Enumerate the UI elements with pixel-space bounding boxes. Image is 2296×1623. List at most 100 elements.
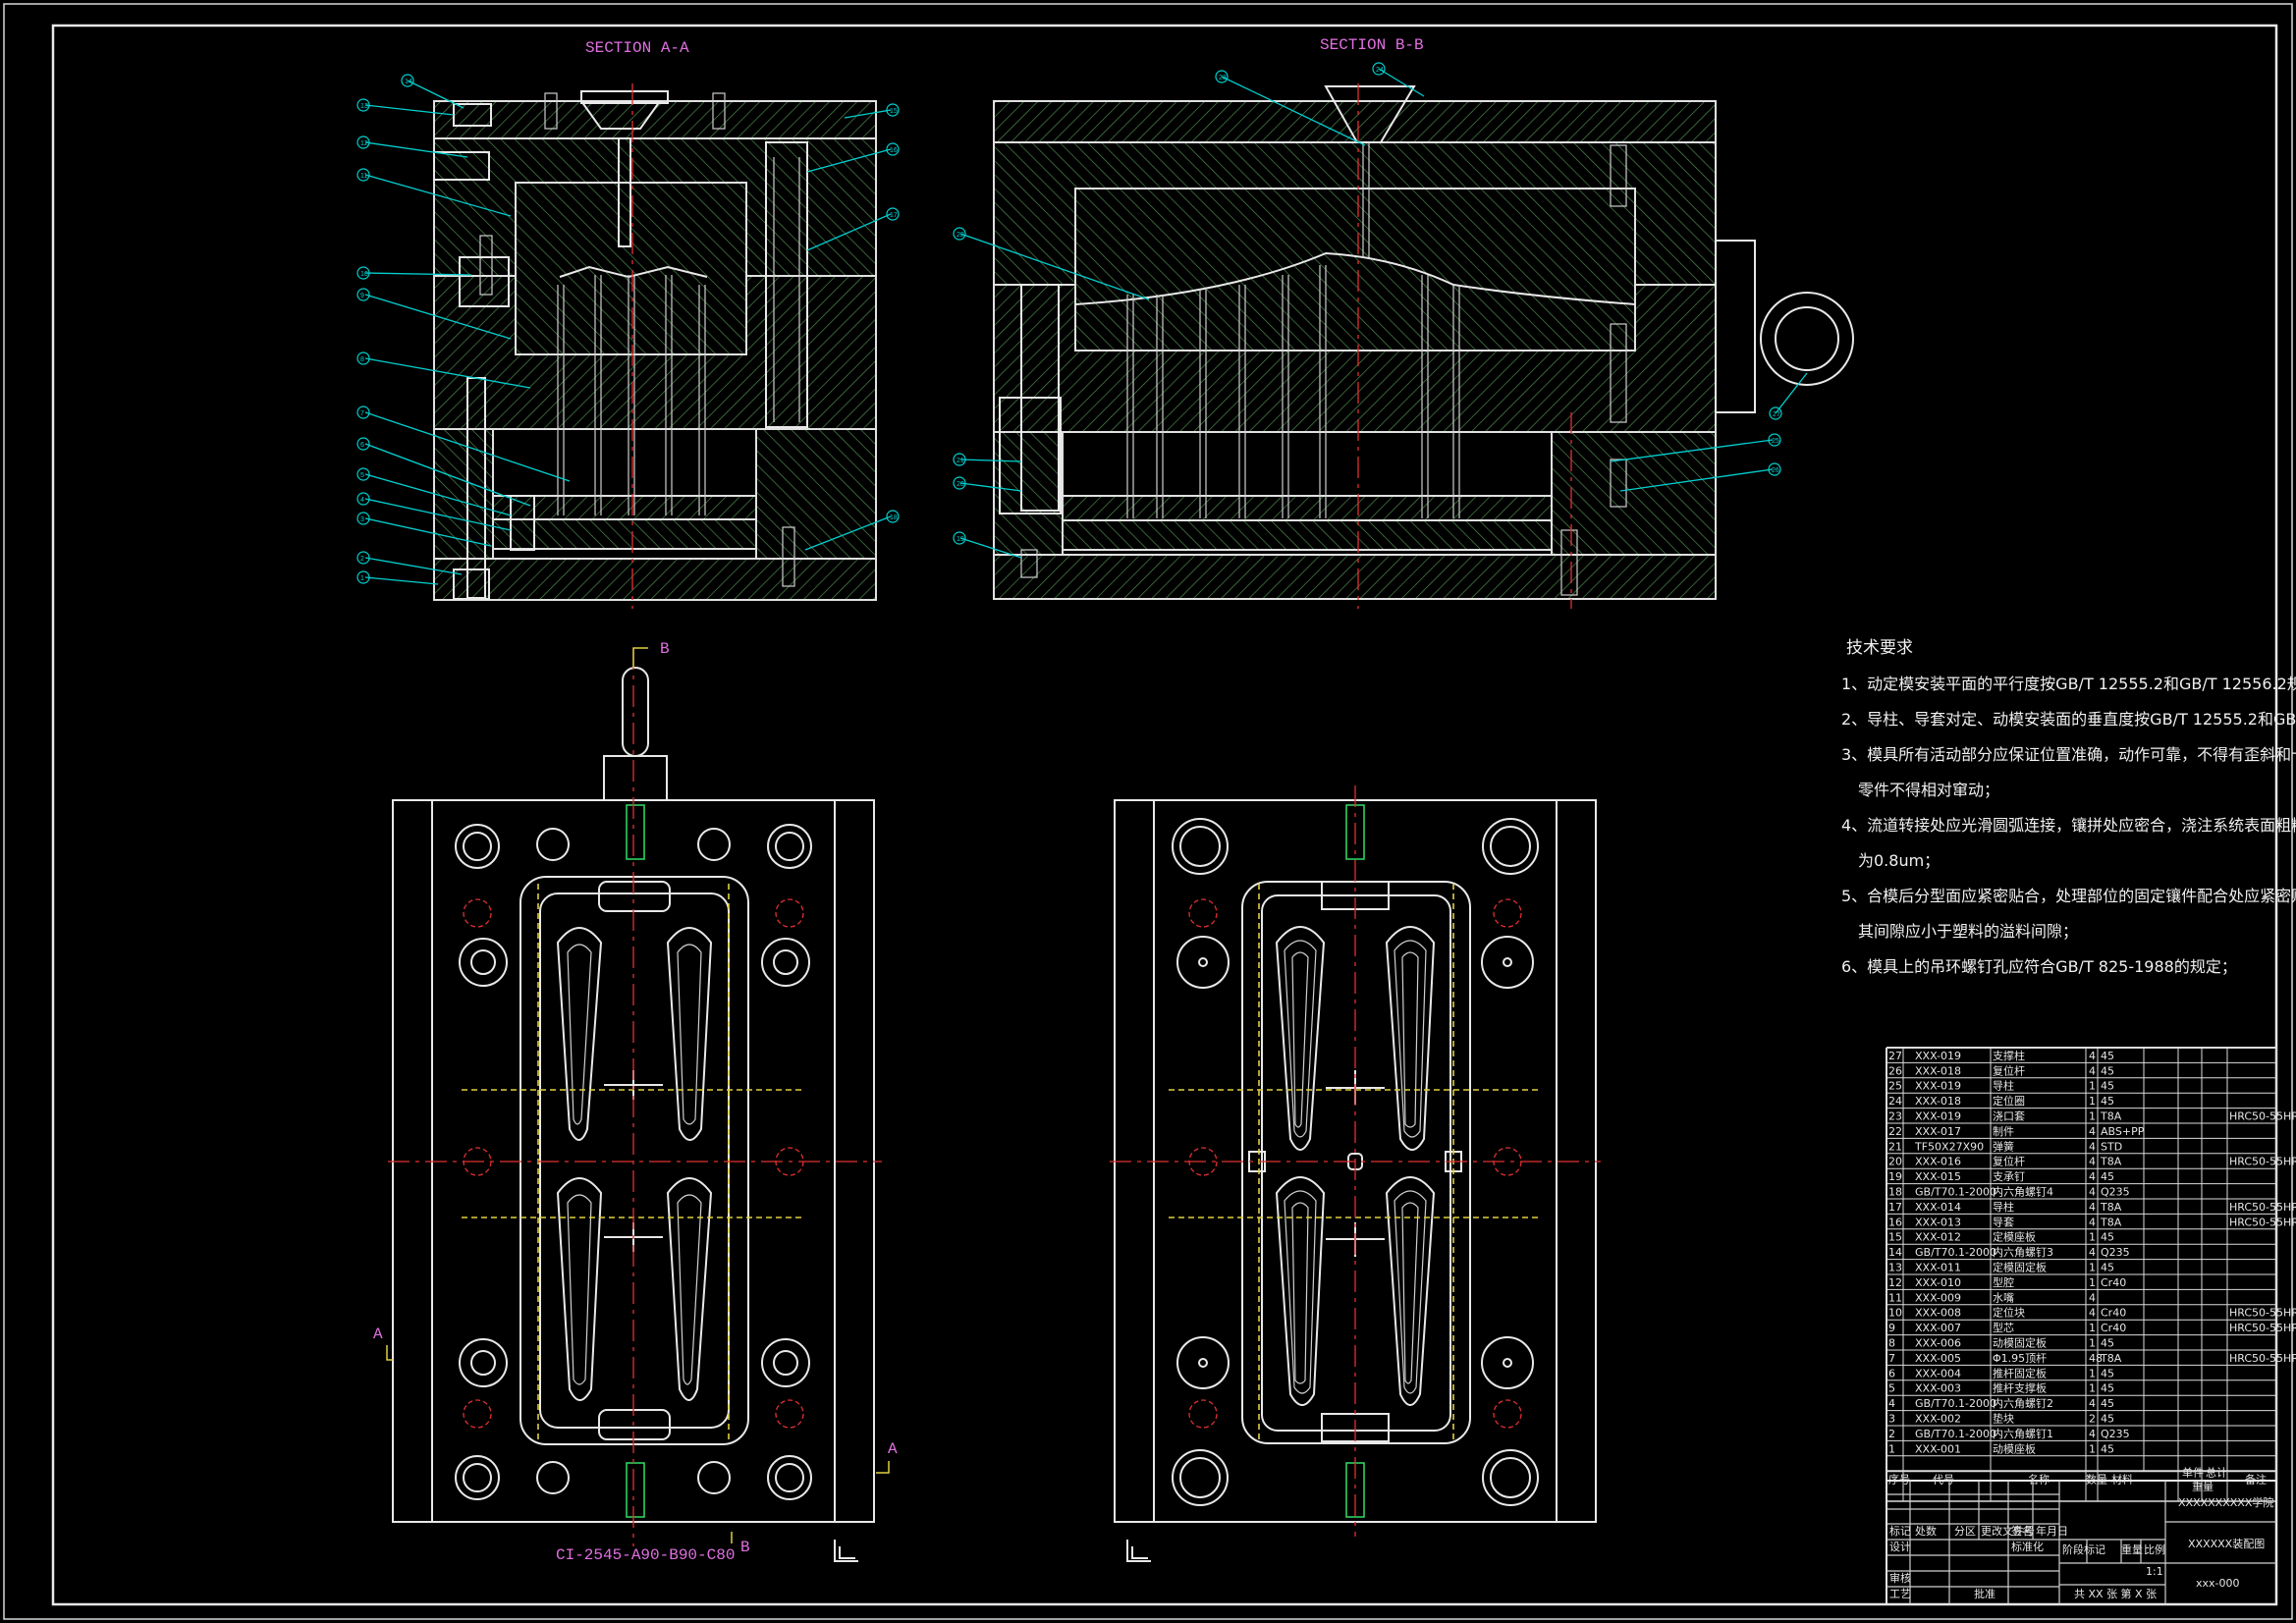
bom-header-name: 名称 <box>2028 1473 2050 1487</box>
bom-row-qty: 1 <box>2089 1367 2096 1380</box>
balloon-number: 6 <box>360 442 364 449</box>
drawing-number: xxx-000 <box>2196 1577 2240 1590</box>
bom-row-no: 15 <box>1888 1231 1902 1244</box>
bom-row-no: 18 <box>1888 1186 1902 1199</box>
title-label-approve: 批准 <box>1974 1587 1995 1600</box>
title-label-review: 审核 <box>1889 1571 1911 1585</box>
balloon-number: 18 <box>890 514 898 521</box>
balloon-number: 10 <box>360 271 368 278</box>
bom-row-material: 45 <box>2101 1064 2114 1077</box>
bom-row-note: HRC50-55HRC <box>2229 1322 2296 1334</box>
bom-row-name: 复位杆 <box>1993 1063 2025 1077</box>
bom-row-note: HRC50-55HRC <box>2229 1156 2296 1168</box>
bom-row-no: 23 <box>1888 1110 1902 1123</box>
balloon-number: 16 <box>890 147 898 154</box>
bom-row-code: XXX-011 <box>1915 1262 1961 1274</box>
bom-row-material: T8A <box>2100 1201 2122 1214</box>
drawing-name: XXXXXX装配图 <box>2188 1538 2265 1550</box>
balloon-number: 2 <box>360 556 364 563</box>
section-aa-title: SECTION A-A <box>585 39 689 57</box>
bom-row-no: 6 <box>1888 1367 1895 1380</box>
cut-b-bottom: B <box>740 1539 750 1556</box>
balloon-number: 20 <box>957 481 964 488</box>
bom-row-code: XXX-014 <box>1915 1201 1961 1214</box>
bom-row-code: XXX-002 <box>1915 1413 1961 1426</box>
balloon-number: 22 <box>957 232 964 239</box>
bom-row-name: 内六角螺钉3 <box>1993 1245 2053 1259</box>
bom-row-note: HRC50-55HRC <box>2229 1352 2296 1365</box>
bom-row-name: 推杆支撑板 <box>1993 1381 2047 1395</box>
bom-row-name: 导柱 <box>1993 1200 2014 1214</box>
title-label-change-doc: 更改文件号 <box>1981 1524 2035 1538</box>
bom-row-qty: 4 <box>2089 1125 2096 1138</box>
bom-row-code: XXX-019 <box>1915 1080 1961 1093</box>
bom-row-no: 7 <box>1888 1352 1895 1365</box>
bom-row-name: 水嘴 <box>1993 1291 2014 1304</box>
title-block: 标记 处数 分区 更改文件号 签名 年月日 设计 标准化 阶段标记 重量 比例 … <box>1886 1480 2277 1605</box>
bom-row-material: T8A <box>2100 1156 2122 1168</box>
bom-row-qty: 4 <box>2089 1186 2096 1199</box>
bom-row-code: XXX-006 <box>1915 1337 1961 1350</box>
school-name: XXXXXXXXXX学院 <box>2178 1495 2273 1509</box>
bom-row-name: 定位圈 <box>1993 1094 2025 1108</box>
bom-row-qty: 48 <box>2089 1352 2103 1365</box>
bom-row-name: 动模固定板 <box>1993 1336 2047 1350</box>
bom-row-material: T8A <box>2100 1352 2122 1365</box>
bom-row-material: Q235 <box>2101 1428 2130 1440</box>
bom-row-name: 支撑柱 <box>1993 1049 2025 1062</box>
bom-row-no: 21 <box>1888 1140 1902 1153</box>
bom-row-name: 型芯 <box>1993 1321 2014 1334</box>
bom-row-no: 4 <box>1888 1397 1895 1410</box>
bom-row-name: 制件 <box>1993 1125 2014 1138</box>
bom-row-name: 导套 <box>1993 1216 2014 1228</box>
bom-row-no: 24 <box>1888 1095 1902 1108</box>
bom-row-qty: 1 <box>2089 1110 2096 1123</box>
balloon-number: 9 <box>360 293 364 299</box>
outer-border <box>3 3 2293 1620</box>
section-bb-title: SECTION B-B <box>1320 36 1424 54</box>
bom-header-material: 材料 <box>2111 1473 2133 1487</box>
bom-row-code: XXX-005 <box>1915 1352 1961 1365</box>
notes-line-1: 1、动定模安装平面的平行度按GB/T 12555.2和GB/T 12556.2规… <box>1841 675 2296 693</box>
title-label-count: 处数 <box>1915 1525 1937 1538</box>
inner-frame <box>51 24 2278 1606</box>
balloon-number: 5 <box>360 472 364 479</box>
bom-row-qty: 4 <box>2089 1064 2096 1077</box>
bom-row-code: XXX-019 <box>1915 1050 1961 1062</box>
cut-a-right: A <box>888 1440 898 1458</box>
bom-row-code: XXX-017 <box>1915 1125 1961 1138</box>
bom-row-no: 12 <box>1888 1276 1902 1289</box>
bom-row-material: Cr40 <box>2101 1307 2126 1320</box>
bom-row-material: 45 <box>2101 1413 2114 1426</box>
balloon-number: 26 <box>1772 467 1779 474</box>
bom-row-name: 定位块 <box>1993 1306 2025 1320</box>
bom-row-code: XXX-003 <box>1915 1382 1961 1395</box>
bom-row-no: 25 <box>1888 1080 1902 1093</box>
bom-row-code: XXX-012 <box>1915 1231 1961 1244</box>
bom-row-material: 45 <box>2101 1080 2114 1093</box>
bom-row-code: GB/T70.1-2000 <box>1915 1186 1996 1199</box>
notes-line-9: 6、模具上的吊环螺钉孔应符合GB/T 825-1988的规定； <box>1841 957 2237 976</box>
bom-row-no: 27 <box>1888 1050 1902 1062</box>
balloon-number: 23 <box>1219 75 1227 81</box>
bom-row-note: HRC50-55HRC <box>2229 1216 2296 1228</box>
balloon-number: 27 <box>1773 411 1780 418</box>
title-label-marker: 标记 <box>1889 1524 1911 1538</box>
bom-row-material: 45 <box>2101 1262 2114 1274</box>
bom-row-no: 8 <box>1888 1337 1895 1350</box>
bom-row-material: 45 <box>2101 1337 2114 1350</box>
balloon-number: 21 <box>957 458 964 464</box>
bom-row-name: 定模固定板 <box>1993 1261 2047 1274</box>
bom-row-qty: 1 <box>2089 1382 2096 1395</box>
bom-row-name: 定模座板 <box>1993 1230 2036 1244</box>
bom-row-no: 14 <box>1888 1246 1902 1259</box>
bom-row-name: 内六角螺钉4 <box>1993 1185 2053 1199</box>
section-bb-view: SECTION B-B <box>953 36 1854 609</box>
bom-row-material: ABS+PP <box>2101 1125 2145 1138</box>
balloon-number: 8 <box>360 356 364 363</box>
cut-a-left: A <box>373 1325 383 1343</box>
bom-row-material: 45 <box>2101 1231 2114 1244</box>
bom-row-name: 内六角螺钉1 <box>1993 1427 2053 1440</box>
title-label-design: 设计 <box>1889 1541 1911 1553</box>
